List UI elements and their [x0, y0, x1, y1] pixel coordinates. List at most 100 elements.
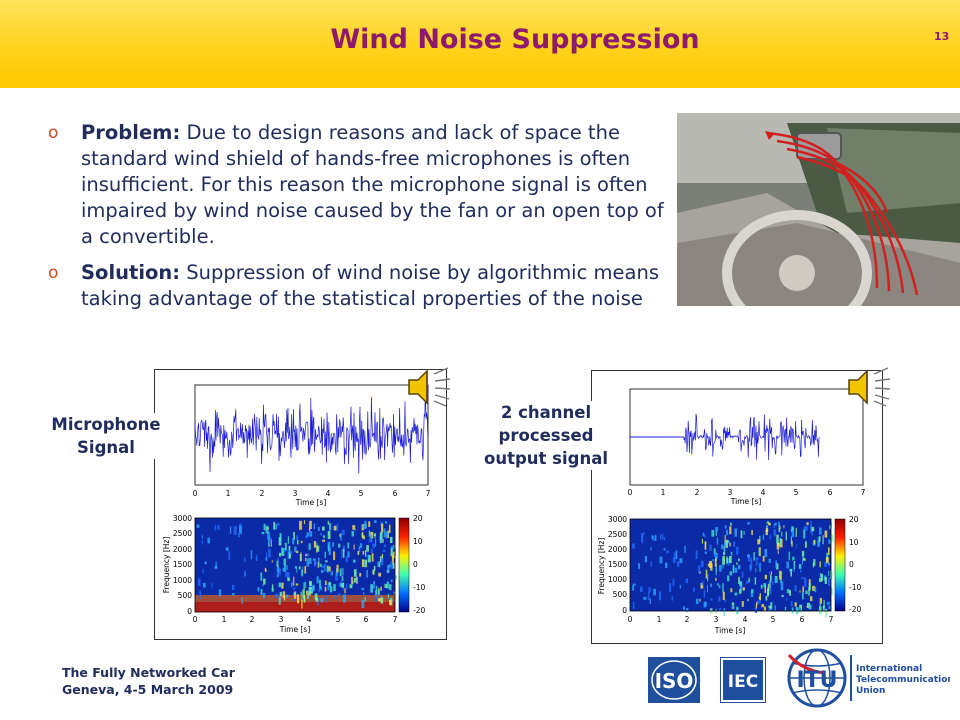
axis-label-frequency: Frequency [Hz] [162, 537, 171, 594]
microphone-signal-panel: 0 1 2 3 4 5 6 7 Time [s] 3000 2500 2000 … [154, 369, 447, 640]
footer-line: The Fully Networked Car [62, 665, 235, 680]
itu-line-1: International [856, 664, 922, 674]
tick-y-3000: 3000 [173, 514, 192, 523]
footer-line: Geneva, 4-5 March 2009 [62, 682, 234, 697]
tick-y-1500: 1500 [173, 560, 192, 569]
microphone-signal-label: Microphone Signal [44, 413, 168, 459]
tick-y-1500: 1500 [608, 560, 627, 569]
page-number: 13 [934, 30, 950, 43]
processed-waveform [683, 413, 820, 461]
tick-x-4: 4 [326, 489, 331, 498]
spec-tick-x-1: 1 [657, 615, 662, 624]
speaker-icon[interactable] [405, 366, 451, 408]
bullet-text: Due to design reasons and lack of space … [81, 121, 664, 248]
spec-tick-x-5: 5 [771, 615, 776, 624]
tick-x-3: 3 [728, 488, 733, 497]
tick-y-500: 500 [613, 590, 628, 599]
colorbar [834, 518, 846, 612]
tick-x-4: 4 [761, 488, 766, 497]
tick-y-2500: 2500 [173, 529, 192, 538]
label-line: Microphone [51, 415, 161, 434]
tick-y-3000: 3000 [608, 515, 627, 524]
spec-tick-x-6: 6 [364, 615, 369, 624]
label-line: output signal [484, 449, 608, 468]
bullet-solution: o Solution: Suppression of wind noise by… [48, 260, 668, 312]
bullet-list: o Problem: Due to design reasons and lac… [48, 120, 668, 322]
header-band [0, 0, 960, 88]
tick-x-5: 5 [794, 488, 799, 497]
bullet-problem: o Problem: Due to design reasons and lac… [48, 120, 668, 250]
iec-logo-text: IEC [728, 672, 758, 692]
processed-output-plots: 0 1 2 3 4 5 6 7 Time [s] 3000 2500 2000 … [597, 388, 866, 635]
microphone-waveform [194, 386, 429, 474]
spec-tick-x-4: 4 [743, 615, 748, 624]
itu-line-2: Telecommunication [856, 675, 950, 685]
axis-label-time: Time [s] [295, 498, 327, 507]
footer-event: The Fully Networked Car Geneva, 4-5 Marc… [62, 664, 235, 698]
bullet-label: Solution: [81, 261, 181, 284]
spec-tick-x-2: 2 [250, 615, 255, 624]
spec-tick-x-1: 1 [222, 615, 227, 624]
tick-x-1: 1 [226, 489, 231, 498]
spec-tick-x-0: 0 [193, 615, 198, 624]
spec-tick-x-7: 7 [829, 615, 834, 624]
tick-x-5: 5 [359, 489, 364, 498]
iso-logo: ISO [648, 657, 700, 703]
cb-tick-m10: -10 [849, 583, 861, 592]
processed-output-label: 2 channel processed output signal [476, 401, 616, 470]
cb-tick-0: 0 [413, 560, 418, 569]
spec-tick-x-2: 2 [685, 615, 690, 624]
axis-label-frequency: Frequency [Hz] [597, 538, 606, 595]
spec-tick-x-3: 3 [279, 615, 284, 624]
speaker-icon[interactable] [845, 366, 891, 408]
itu-logo-text: ITU [796, 668, 837, 693]
spec-tick-x-3: 3 [714, 615, 719, 624]
car-interior-photo [677, 113, 960, 306]
tick-x-7: 7 [426, 489, 431, 498]
bullet-text: Suppression of wind noise by algorithmic… [81, 261, 659, 310]
microphone-signal-plots: 0 1 2 3 4 5 6 7 Time [s] 3000 2500 2000 … [162, 384, 431, 634]
itu-logo: ITU International Telecommunication Unio… [787, 648, 950, 708]
spec-tick-x-0: 0 [628, 615, 633, 624]
tick-y-2500: 2500 [608, 530, 627, 539]
bullet-marker: o [48, 123, 59, 143]
cb-tick-10: 10 [413, 537, 423, 546]
label-line: 2 channel [500, 403, 592, 422]
spec-tick-x-6: 6 [800, 615, 805, 624]
label-line: Signal [77, 438, 135, 457]
label-line: processed [498, 426, 594, 445]
processed-spectrogram [630, 519, 831, 611]
cb-tick-m20: -20 [849, 605, 861, 614]
spec-axis-label-time: Time [s] [279, 625, 311, 634]
tick-y-2000: 2000 [173, 545, 192, 554]
colorbar [398, 517, 410, 613]
axis-label-time: Time [s] [730, 497, 762, 506]
cb-tick-0: 0 [849, 560, 854, 569]
tick-y-2000: 2000 [608, 545, 627, 554]
tick-x-2: 2 [260, 489, 265, 498]
tick-x-0: 0 [193, 489, 198, 498]
slide-title: Wind Noise Suppression [330, 24, 700, 55]
tick-y-1000: 1000 [173, 576, 192, 585]
cb-tick-20: 20 [849, 515, 859, 524]
cb-tick-10: 10 [849, 538, 859, 547]
processed-output-panel: 0 1 2 3 4 5 6 7 Time [s] 3000 2500 2000 … [591, 370, 883, 644]
bullet-label: Problem: [81, 121, 181, 144]
tick-x-2: 2 [695, 488, 700, 497]
tick-x-6: 6 [828, 488, 833, 497]
cb-tick-m10: -10 [413, 583, 425, 592]
tick-x-1: 1 [661, 488, 666, 497]
tick-y-0: 0 [187, 607, 192, 616]
cb-tick-20: 20 [413, 514, 423, 523]
spec-tick-x-5: 5 [336, 615, 341, 624]
spec-tick-x-7: 7 [393, 615, 398, 624]
tick-x-6: 6 [393, 489, 398, 498]
iso-logo-text: ISO [655, 669, 694, 693]
itu-line-3: Union [856, 686, 885, 696]
cb-tick-m20: -20 [413, 606, 425, 615]
tick-y-500: 500 [178, 591, 193, 600]
tick-x-0: 0 [628, 488, 633, 497]
tick-x-7: 7 [861, 488, 866, 497]
tick-y-0: 0 [622, 606, 627, 615]
tick-x-3: 3 [293, 489, 298, 498]
